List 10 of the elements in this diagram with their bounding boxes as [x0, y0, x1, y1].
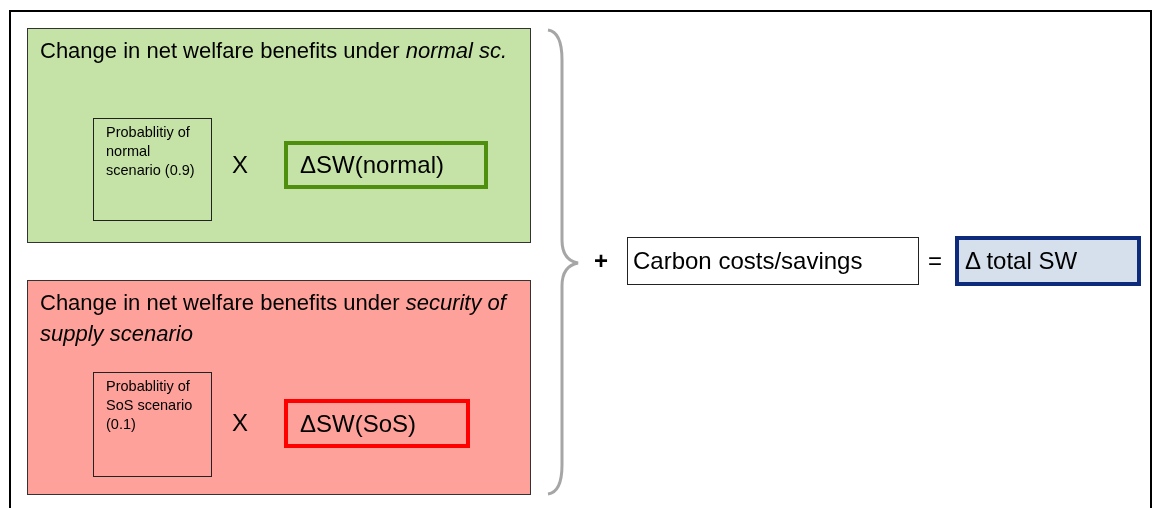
probability-box: Probablitiy of normal scenario (0.9) — [93, 118, 212, 221]
multiply-sign: X — [232, 150, 248, 180]
plus-sign: + — [594, 246, 608, 276]
multiply-sign: X — [232, 408, 248, 438]
probability-box: Probablitiy of SoS scenario (0.1) — [93, 372, 212, 477]
delta-sw-box: ΔSW(normal) — [284, 141, 488, 189]
delta-sw-box: ΔSW(SoS) — [284, 399, 470, 448]
equals-sign: = — [928, 246, 942, 276]
total-sw-box: Δ total SW — [955, 236, 1141, 286]
carbon-costs-box: Carbon costs/savings — [627, 237, 919, 285]
